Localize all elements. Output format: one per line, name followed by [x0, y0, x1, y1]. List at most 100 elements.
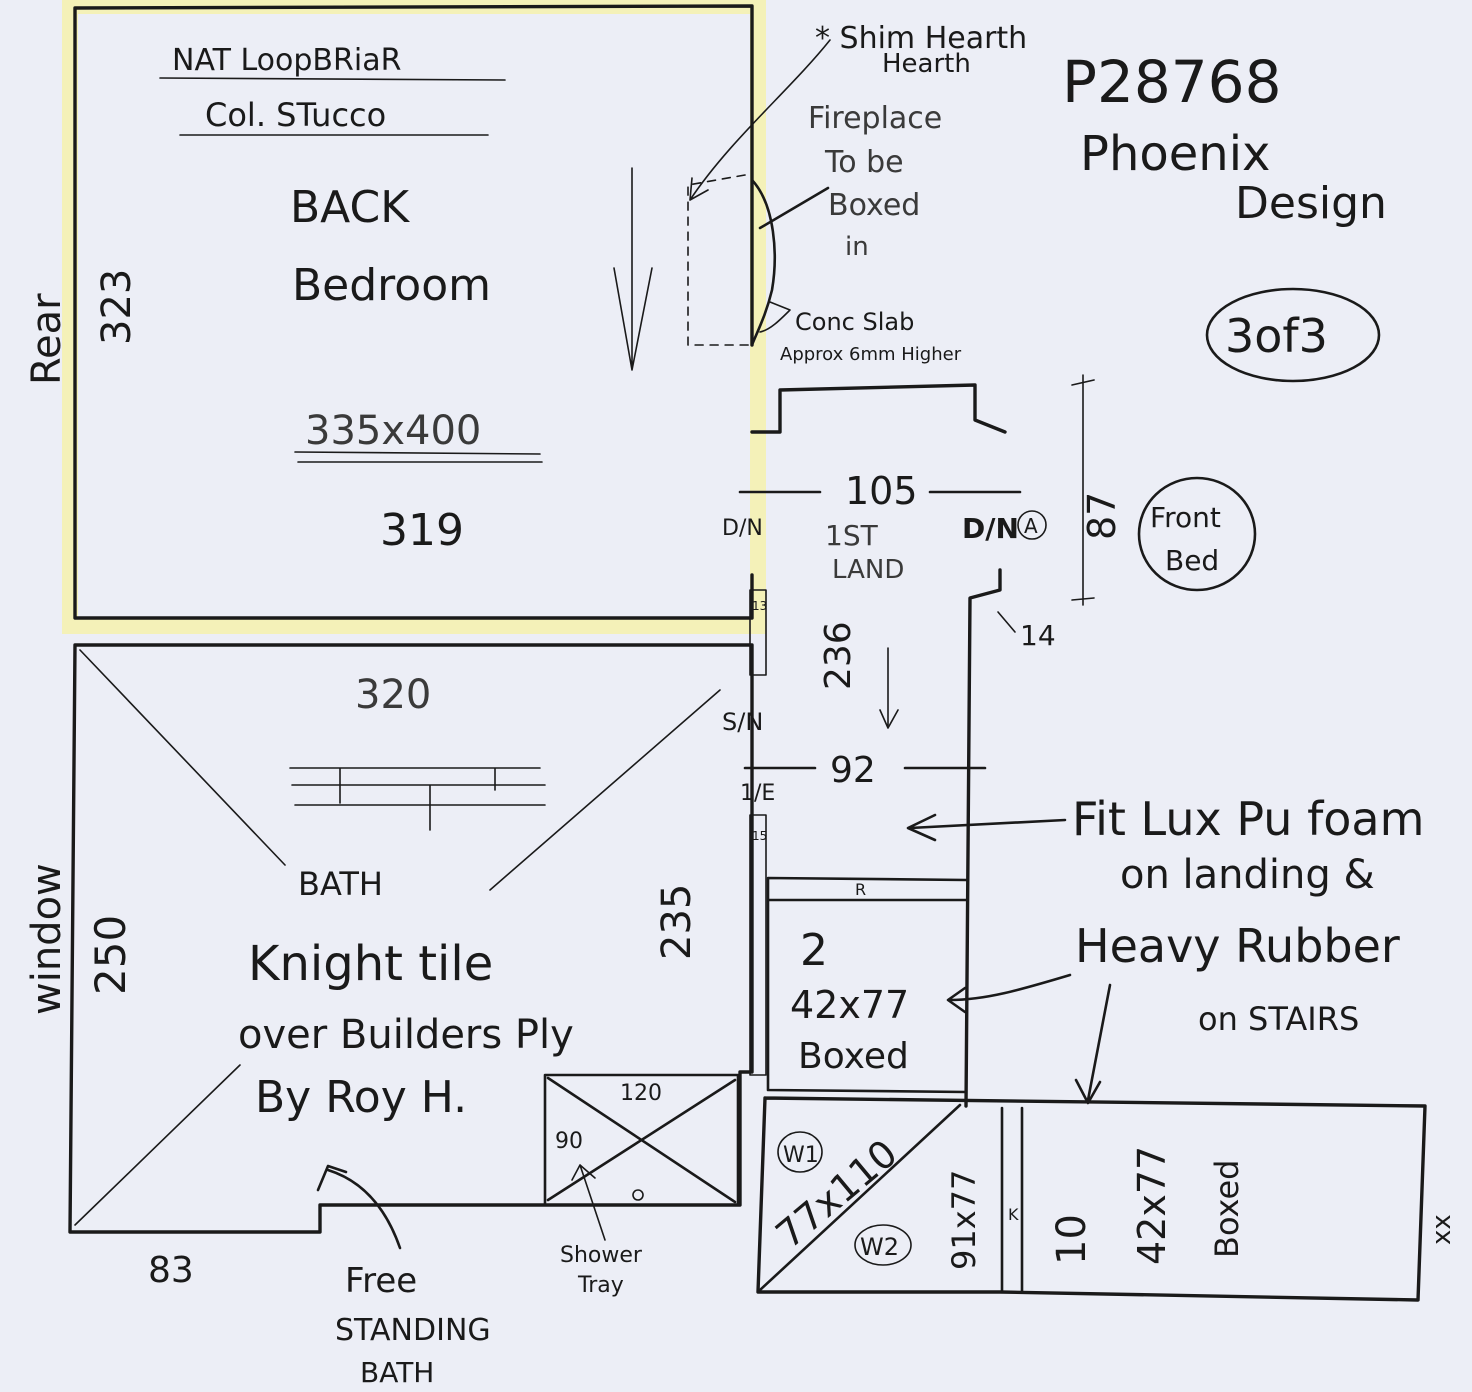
bathroom-diagonals: [74, 649, 721, 1226]
landing-name-line1: 1ST: [825, 519, 879, 552]
rubber-leader-arrow: [946, 973, 1072, 1014]
bathroom: 320 BATH 250 235 window Knight tile over…: [24, 643, 754, 1291]
flooring-note: Fit Lux Pu foam on landing & Heavy Rubbe…: [906, 792, 1424, 1105]
winder-w1-circle: [777, 1131, 823, 1173]
front-bed-line1: Front: [1150, 501, 1221, 534]
shower-width: 120: [620, 1081, 662, 1106]
conc-slab-note: Conc Slab: [795, 308, 914, 336]
lower-stair-flight: 10 42x77 Boxed xx: [1049, 1146, 1457, 1265]
winder-w2: W2: [860, 1233, 899, 1261]
bathroom-width-bottom: 83: [148, 1250, 194, 1291]
winders-lines: [758, 1103, 1024, 1294]
room-name-line1: BACK: [290, 182, 410, 233]
bathroom-height-left: 250: [86, 915, 135, 995]
fireplace-note-line2: To be: [824, 145, 904, 180]
shower-tray: 120 90 Shower Tray: [543, 1073, 740, 1298]
company-name-line2: Design: [1235, 178, 1387, 229]
flooring-note-line2: on landing &: [1120, 852, 1375, 898]
free-standing-bath: Free STANDING BATH: [316, 1164, 491, 1389]
small-14: 14: [1020, 619, 1056, 652]
room-size: 335x400: [305, 408, 481, 454]
shim-hearth-note: * Shim Hearth: [815, 21, 1027, 56]
project-code: P28768: [1062, 48, 1281, 116]
upper-stair-outline: [766, 876, 968, 1094]
bathroom-outline: [68, 643, 754, 1234]
lower-stair-step: 10: [1049, 1214, 1095, 1265]
shower-label-line2: Tray: [577, 1273, 624, 1298]
rear-side-label: Rear: [24, 293, 70, 385]
free-bath-line1: Free: [345, 1261, 417, 1301]
landing-width: 105: [845, 469, 918, 513]
upper-stair-note: Boxed: [798, 1036, 909, 1077]
landing-depth: 87: [1080, 492, 1124, 540]
sheet-number: 3of3: [1225, 309, 1328, 363]
shower-waste-circle: [632, 1189, 644, 1201]
upper-stair-flight: R 2 42x77 Boxed: [766, 876, 968, 1094]
carpet-colour: Col. STucco: [205, 96, 386, 134]
landing-length-arrow: [879, 647, 899, 729]
fireplace-note-line3: Boxed: [828, 188, 920, 223]
front-bed-line2: Bed: [1165, 544, 1219, 577]
side-mark-sn: S/N: [722, 708, 763, 736]
shower-leader: [571, 1164, 606, 1241]
winders: W1 W2 77x110 91x77 K: [756, 1096, 1427, 1302]
stair-mark-2: 15: [752, 829, 767, 843]
small-14-leader: [997, 611, 1016, 633]
back-bedroom: NAT LoopBRiaR Col. STucco BACK Bedroom 3…: [24, 0, 776, 634]
free-bath-line2: STANDING: [335, 1313, 491, 1348]
winders-outline: [756, 1096, 1427, 1302]
upper-stair-size: 42x77: [790, 983, 909, 1027]
bathroom-height-right: 235: [654, 884, 700, 960]
fireplace-notes: * Shim Hearth Hearth Fireplace To be Box…: [689, 21, 1027, 365]
pile-direction-arrow: [613, 167, 653, 371]
landing: 105 D/N D/N A 1ST LAND 87 14 236 92 13 1…: [722, 374, 1124, 1108]
fireplace-leader: [758, 186, 830, 230]
slab-height-note: Approx 6mm Higher: [780, 344, 962, 365]
hearth-note-line2: Hearth: [882, 49, 971, 79]
side-mark-ie: 1/E: [740, 781, 775, 806]
shower-depth: 90: [555, 1129, 583, 1154]
tile-note-line3: By Roy H.: [255, 1072, 467, 1123]
lower-stair-note: Boxed: [1208, 1160, 1246, 1259]
stair-mark-box-2: [749, 814, 767, 1076]
landing-length: 236: [818, 621, 859, 690]
slab-leader: [759, 301, 791, 333]
title-block: P28768 Phoenix Design 3of3: [1062, 48, 1387, 383]
fireplace-note-line1: Fireplace: [808, 101, 942, 136]
marker-a: A: [1024, 514, 1038, 538]
flooring-note-line3: Heavy Rubber: [1075, 919, 1400, 973]
carpet-product-name: NAT LoopBRiaR: [172, 43, 401, 78]
upper-stair-mark: R: [855, 880, 866, 899]
landing-depth-dim: [1071, 374, 1095, 606]
fireplace-hearth-dashed: [687, 174, 753, 346]
room-name-line2: Bedroom: [292, 260, 491, 311]
flooring-note-line1: Fit Lux Pu foam: [1072, 792, 1424, 846]
flooring-note-line4: on STAIRS: [1198, 1000, 1359, 1038]
sheet-number-circle: [1205, 287, 1381, 383]
free-bath-leader: [316, 1164, 402, 1250]
winder-size-b: 91x77: [945, 1170, 983, 1270]
shower-tray-box: [543, 1073, 740, 1207]
landing-name-line2: LAND: [832, 555, 904, 585]
hearth-leader-arrow: [689, 39, 831, 201]
front-bed-circle: [1137, 476, 1257, 592]
upper-stair-step: 2: [800, 925, 828, 976]
landing-lower-width: 92: [830, 750, 876, 791]
landing-right-wall: [964, 568, 1002, 1108]
lower-stair-size: 42x77: [1130, 1146, 1174, 1265]
shower-label-line1: Shower: [560, 1243, 643, 1268]
fireplace-breast: [750, 178, 776, 347]
room-height-left: 323: [94, 269, 140, 345]
bath-label: BATH: [298, 865, 383, 903]
fireplace-note-line4: in: [845, 232, 869, 262]
marker-a-circle: [1017, 510, 1047, 540]
tile-note-line1: Knight tile: [248, 936, 493, 992]
stair-mark-box-1: [749, 589, 767, 676]
foam-leader-arrow: [906, 813, 1067, 842]
tile-note-line2: over Builders Ply: [238, 1012, 574, 1058]
winder-w1: W1: [783, 1143, 819, 1168]
winder-mark: K: [1008, 1205, 1019, 1224]
lower-stair-end-marks: xx: [1427, 1214, 1457, 1245]
stairs-leader-arrow: [1074, 983, 1112, 1105]
landing-outline: [750, 383, 1007, 434]
